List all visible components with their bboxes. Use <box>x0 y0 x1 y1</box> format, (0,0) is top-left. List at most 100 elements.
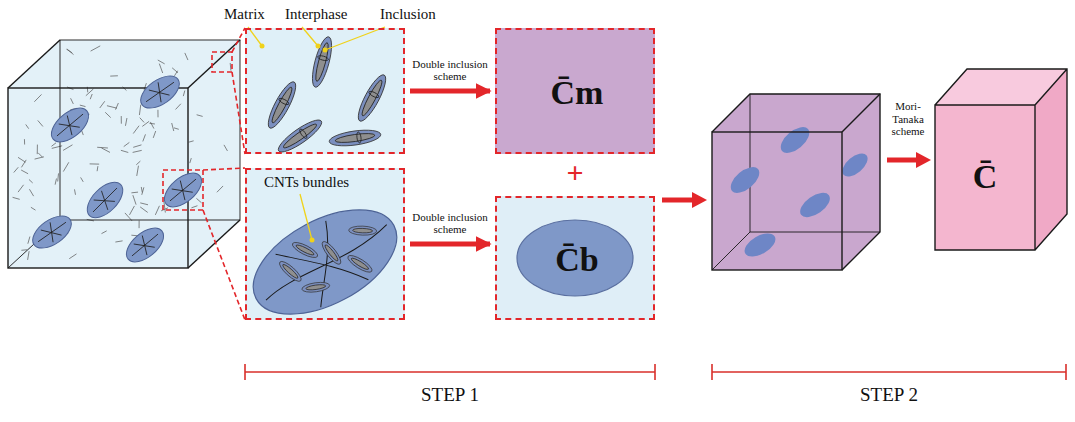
inclusion <box>309 35 336 89</box>
bundle <box>281 263 299 280</box>
cnt-bundle <box>164 172 202 208</box>
cnt-bundle <box>45 102 94 149</box>
zoom-frame <box>203 210 245 320</box>
bundle <box>301 281 330 294</box>
bundle <box>346 253 375 275</box>
cnt-strokes <box>63 162 68 171</box>
cnt-strokes <box>172 123 174 131</box>
cnt-strokes <box>121 150 128 152</box>
matrix-cube <box>712 132 842 270</box>
cnt-strokes <box>143 134 146 141</box>
step-bracket <box>712 364 1066 380</box>
cnt-strokes <box>124 142 130 146</box>
cnt-strokes <box>140 207 148 213</box>
bundle <box>346 253 375 275</box>
arrow <box>692 192 707 208</box>
inclusion <box>270 86 295 125</box>
cnt-strokes <box>183 91 185 97</box>
cnt-strokes <box>189 141 194 142</box>
step-label: STEP 2 <box>829 384 949 406</box>
bundle <box>350 257 369 271</box>
bundle <box>246 196 406 328</box>
cnt-strokes <box>101 231 106 234</box>
cnt-strokes <box>80 105 86 106</box>
cnt-strokes <box>105 112 111 117</box>
cnt-bundle <box>158 167 207 214</box>
composite-cube <box>188 40 240 88</box>
inclusion <box>317 55 329 62</box>
cnt-strokes <box>133 145 141 147</box>
inclusion <box>309 35 336 89</box>
cnt-strokes <box>230 63 232 71</box>
cnt-strokes <box>224 145 228 151</box>
matrix-cube <box>750 94 880 232</box>
cnt-bundle <box>120 222 169 269</box>
cnt-strokes <box>71 98 74 104</box>
zoom-frame <box>163 170 203 210</box>
cnt-strokes <box>157 110 158 118</box>
cnt-strokes <box>37 145 38 155</box>
matrix-cube <box>712 94 880 270</box>
cnt-strokes <box>140 118 144 123</box>
zoom-frame <box>232 28 245 52</box>
cnt-strokes <box>107 106 117 108</box>
cnt-strokes <box>29 189 33 196</box>
arrow <box>662 192 707 208</box>
cnt-bundle <box>27 70 207 269</box>
matrix-rve-box: MatrixInterphaseInclusion <box>245 28 405 154</box>
inclusion <box>275 115 326 156</box>
matrix-cube <box>712 94 880 270</box>
bundle <box>290 240 319 261</box>
matrix-cube <box>842 94 880 132</box>
arrow <box>662 198 694 203</box>
inclusion <box>354 72 391 124</box>
cnt-bundle <box>141 75 179 109</box>
matrix-cube <box>712 94 880 270</box>
leader-line <box>260 44 265 49</box>
cnt-strokes <box>90 94 92 99</box>
cnt-strokes <box>74 189 75 194</box>
cnt-strokes <box>97 166 99 171</box>
matrix-cube <box>796 188 834 222</box>
cnt-strokes <box>131 192 138 194</box>
cnt-bundle <box>27 210 77 255</box>
plus-sign: + <box>560 158 590 188</box>
matrix-cube <box>726 122 871 261</box>
composite-cube <box>8 40 240 268</box>
cnt-strokes <box>18 157 25 162</box>
part-label: Matrix <box>224 6 265 23</box>
zoom-frame <box>232 72 245 154</box>
cnt-bundle <box>27 210 77 255</box>
composite-cube <box>8 40 60 88</box>
cnt-strokes <box>121 116 122 124</box>
leader-line <box>310 238 315 243</box>
bundle-rve-box: CNTs bundles <box>245 168 405 320</box>
cnt-strokes <box>133 195 136 205</box>
zoom-frame <box>212 52 232 72</box>
bundle <box>324 244 340 262</box>
matrix-ground <box>245 28 405 154</box>
inclusion <box>328 127 381 148</box>
zoom-frame <box>203 168 245 170</box>
cnt-strokes <box>21 249 27 251</box>
cnt-strokes <box>217 186 223 192</box>
leader-line <box>248 27 385 243</box>
cnt-strokes <box>196 198 201 202</box>
cnt-strokes <box>38 153 43 158</box>
matrix-cube <box>712 232 750 270</box>
stiffness-symbol: C̄m <box>551 76 604 110</box>
composite-cube <box>8 88 188 268</box>
cnt-strokes <box>116 103 119 110</box>
inclusion <box>264 35 391 157</box>
inclusion <box>356 132 361 143</box>
inclusion <box>360 79 385 118</box>
part-label: Inclusion <box>380 6 436 23</box>
cnt-strokes <box>115 241 122 242</box>
leader-line <box>323 48 328 53</box>
cnt-strokes <box>142 121 149 126</box>
inclusion <box>264 79 301 131</box>
inclusion <box>313 42 330 82</box>
inclusion <box>264 79 301 131</box>
inclusion <box>335 132 376 144</box>
cnt-strokes <box>153 131 155 138</box>
